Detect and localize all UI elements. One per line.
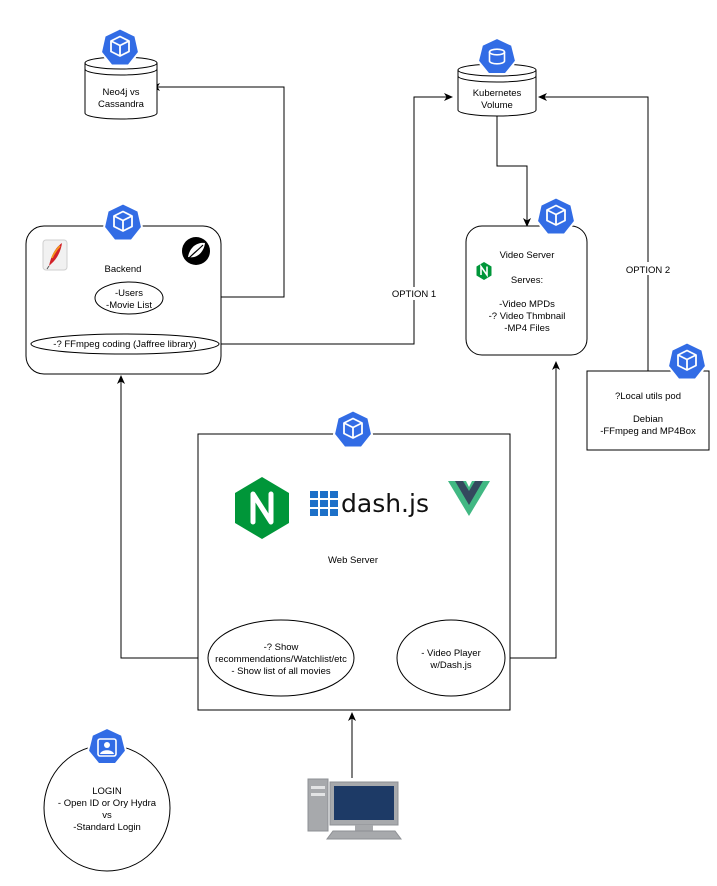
- edge-backend-to-db: [151, 83, 285, 298]
- video-server-node[interactable]: [465, 225, 588, 356]
- edge-web-to-video-server: [505, 361, 560, 659]
- feather-icon: [42, 239, 68, 271]
- computer-icon[interactable]: [307, 778, 402, 840]
- utils-line1: ?Local utils pod: [615, 391, 681, 402]
- kubernetes-pod-icon: [536, 196, 576, 236]
- volume-label-line1: Kubernetes: [473, 88, 522, 99]
- video-server-title: Video Server: [500, 250, 555, 261]
- utils-line2: Debian: [633, 414, 663, 425]
- kubernetes-pod-icon: [333, 409, 373, 449]
- login-line1: LOGIN: [92, 786, 122, 797]
- option1-label: OPTION 1: [392, 289, 436, 300]
- dashjs-logo-text: dash.js: [341, 489, 429, 518]
- web-right-line1: - Video Player: [421, 648, 481, 659]
- web-server-title: Web Server: [328, 555, 378, 566]
- backend-users-line1: -Users: [115, 288, 143, 299]
- database-label-line1: Neo4j vs: [103, 87, 140, 98]
- backend-ffmpeg-ellipse[interactable]: [30, 333, 220, 355]
- nginx-icon: [235, 477, 289, 539]
- web-left-line1: -? Show: [264, 642, 299, 653]
- edge-option2: [538, 93, 649, 371]
- kubernetes-volume-icon: [476, 36, 518, 75]
- volume-label-line2: Volume: [481, 100, 513, 111]
- database-label-line2: Cassandra: [98, 99, 145, 110]
- video-server-item2: -? Video Thmbnail: [489, 311, 566, 322]
- backend-users-ellipse[interactable]: [94, 281, 164, 315]
- kubernetes-pod-icon: [100, 27, 140, 67]
- kubernetes-pod-icon: [667, 341, 707, 381]
- user-icon: [86, 726, 128, 765]
- login-line4: -Standard Login: [73, 822, 141, 833]
- database-node[interactable]: Neo4j vs Cassandra: [84, 56, 158, 120]
- web-left-ellipse[interactable]: [207, 619, 355, 697]
- spring-icon: [182, 237, 210, 265]
- kubernetes-pod-icon: [103, 202, 143, 242]
- video-server-item3: -MP4 Files: [504, 323, 550, 334]
- backend-users-line2: -Movie List: [106, 300, 152, 311]
- login-line3: vs: [102, 810, 112, 821]
- web-right-ellipse[interactable]: [396, 619, 506, 697]
- login-line2: - Open ID or Ory Hydra: [58, 798, 157, 809]
- web-left-line3: - Show list of all movies: [231, 666, 331, 677]
- edge-option1: [219, 93, 453, 345]
- utils-line3: -FFmpeg and MP4Box: [600, 426, 696, 437]
- nginx-icon: [476, 262, 492, 280]
- edge-volume-to-video-server: [496, 115, 531, 227]
- video-server-serves: Serves:: [511, 275, 543, 286]
- web-left-line2: recommendations/Watchlist/etc: [215, 654, 347, 665]
- utils-pod-node[interactable]: [586, 370, 710, 451]
- backend-title: Backend: [105, 264, 142, 275]
- backend-ffmpeg-label: -? FFmpeg coding (Jaffree library): [53, 339, 196, 350]
- option2-label: OPTION 2: [626, 265, 670, 276]
- web-right-line2: w/Dash.js: [429, 660, 471, 671]
- vue-icon: [448, 481, 490, 516]
- dashjs-icon: dash.js: [310, 489, 429, 518]
- video-server-item1: -Video MPDs: [499, 299, 555, 310]
- edge-web-to-backend: [117, 375, 208, 659]
